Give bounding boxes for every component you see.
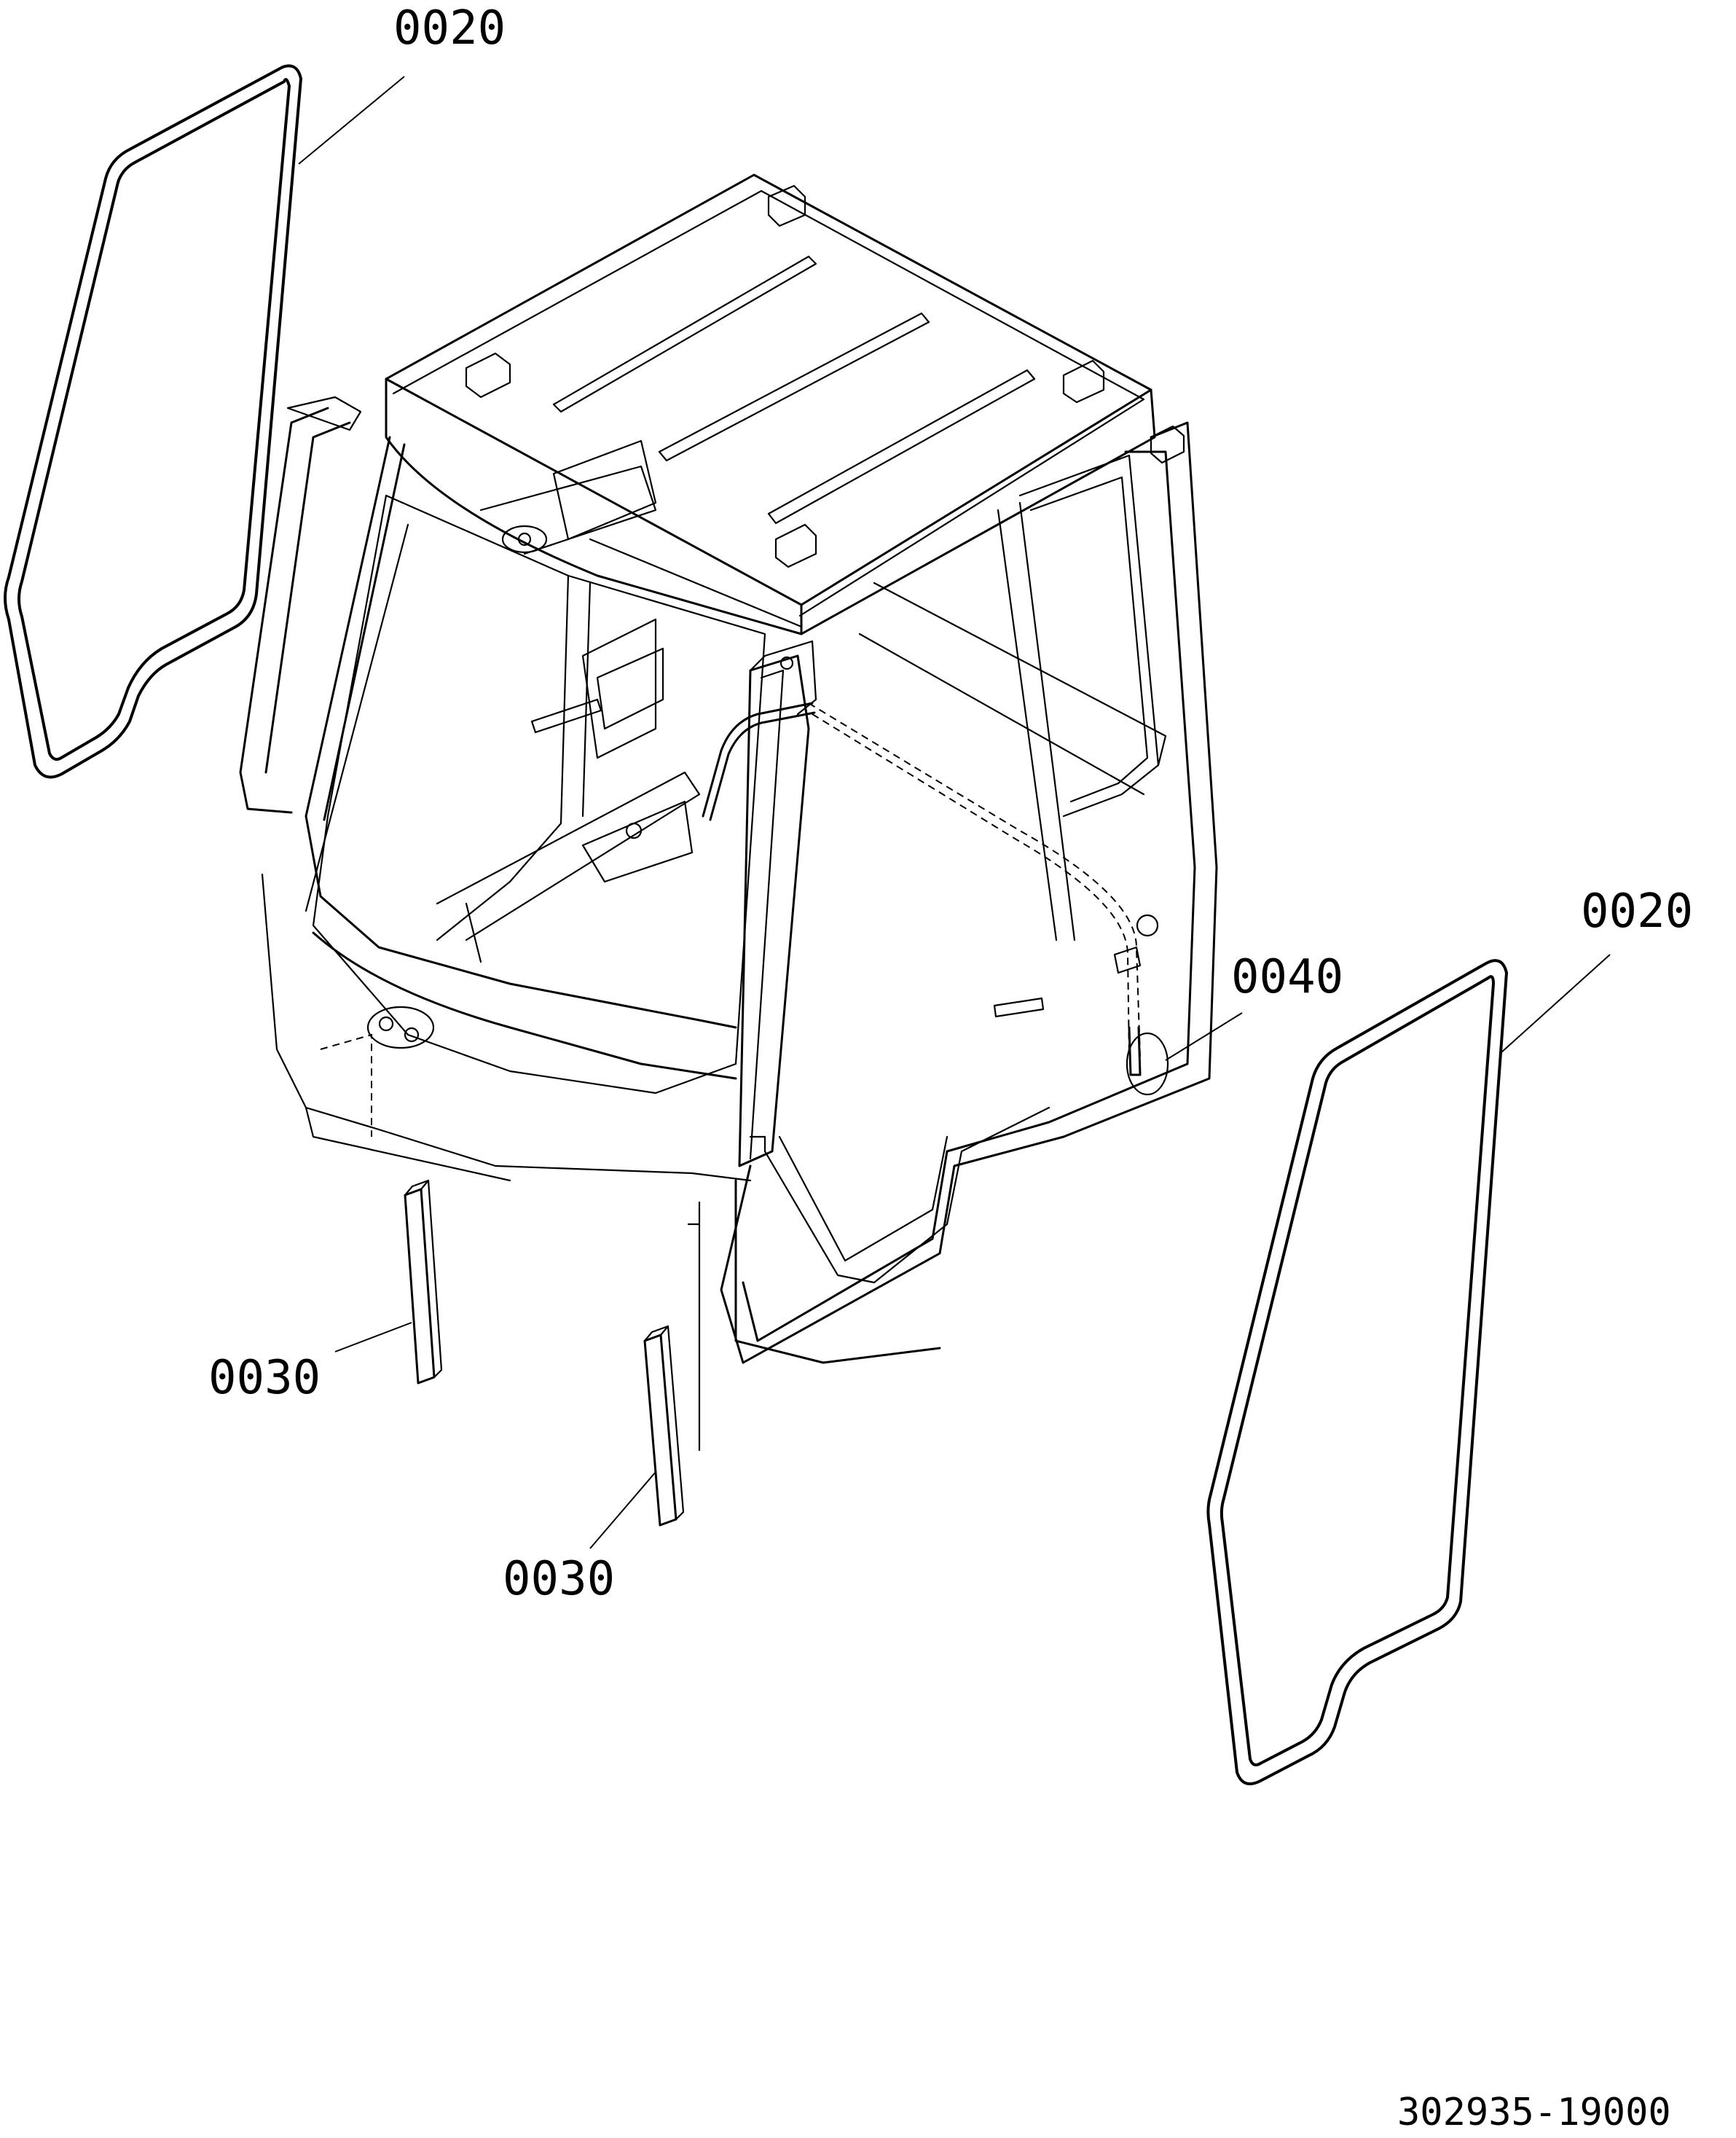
leader-lines [298, 76, 1611, 1549]
door-seal-right [1206, 959, 1508, 1785]
leader-seal-top-left [298, 76, 405, 165]
label-hose: 0040 [1231, 950, 1343, 1004]
cab-assembly [239, 173, 1218, 1452]
side-door [687, 421, 1218, 1452]
leader-strip-left [334, 1322, 412, 1352]
seal-strip-center [643, 1325, 685, 1527]
label-seal-right: 0020 [1581, 885, 1693, 939]
leader-seal-right [1500, 954, 1611, 1054]
label-seal-top-left: 0020 [393, 1, 506, 55]
leader-strip-center [589, 1471, 656, 1549]
label-strip-center: 0030 [503, 1552, 615, 1606]
door-seal-top-left [4, 64, 302, 779]
roof [385, 173, 1185, 635]
leader-hose [1165, 1012, 1243, 1061]
drawing-number: 302935-19000 [1397, 2091, 1671, 2134]
seal-strip-left [404, 1179, 443, 1385]
washer-hose [702, 702, 1169, 1096]
interior [436, 574, 1167, 963]
front-frame [239, 396, 766, 1182]
label-strip-left: 0030 [208, 1351, 321, 1405]
